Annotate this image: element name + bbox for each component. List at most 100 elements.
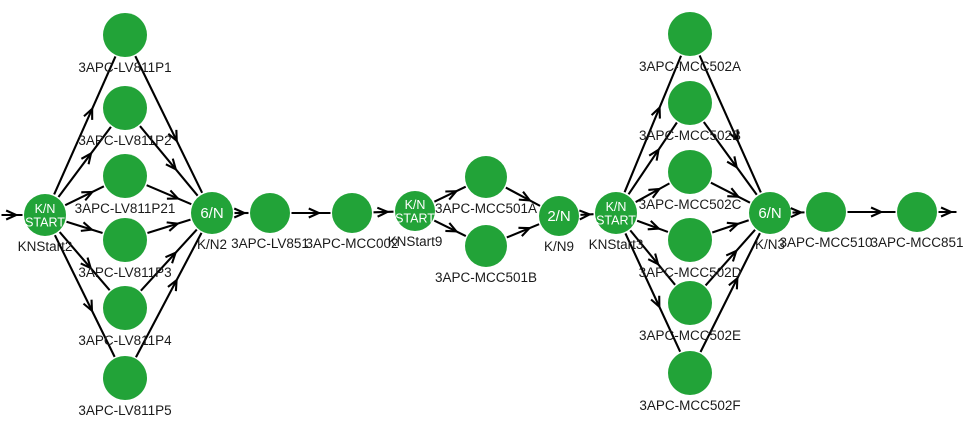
node-KN9[interactable]: 2/NK/N9	[539, 196, 579, 254]
edge-arrowhead-icon	[166, 221, 181, 232]
node-LV811P21[interactable]: 3APC-LV811P21	[75, 154, 176, 216]
node-MCC502F[interactable]: 3APC-MCC502F	[639, 351, 741, 413]
edge-KN2-to-LV851	[233, 207, 249, 219]
node-caption-LV811P4: 3APC-LV811P4	[78, 333, 172, 348]
edge-arrowhead-icon	[80, 221, 95, 232]
node-caption-LV811P2: 3APC-LV811P2	[78, 133, 171, 148]
edge-arrowhead-icon	[165, 250, 178, 264]
edge-MCC002-to-KNStart9	[373, 206, 394, 218]
edge-KNStart3-to-MCC502B	[627, 121, 678, 195]
node-circle-MCC851[interactable]	[897, 192, 937, 232]
edge-arrowhead-icon	[647, 220, 662, 231]
node-caption-MCC502A: 3APC-MCC502A	[639, 59, 741, 74]
node-circle-LV811P2[interactable]	[103, 86, 147, 130]
node-circle-KN3[interactable]	[749, 192, 791, 234]
edge-KNStart3-to-MCC502D	[636, 219, 669, 233]
node-circle-KNStart3[interactable]	[595, 192, 637, 234]
node-KN3[interactable]: 6/NK/N3	[749, 192, 791, 252]
node-circle-MCC502E[interactable]	[668, 281, 712, 325]
node-circle-MCC502A[interactable]	[668, 12, 712, 56]
node-circle-KN2[interactable]	[191, 192, 233, 234]
node-LV811P1[interactable]: 3APC-LV811P1	[78, 13, 172, 75]
node-LV811P2[interactable]: 3APC-LV811P2	[78, 86, 172, 148]
node-caption-LV851: 3APC-LV851	[231, 236, 309, 251]
edge-KNStart2-to-LV811P2	[57, 126, 112, 198]
node-MCC502E[interactable]: 3APC-MCC502E	[639, 281, 741, 343]
edge-KNStart3-to-MCC502E	[629, 229, 676, 286]
edge-KNStart3-to-MCC502F	[624, 232, 682, 353]
node-circle-LV811P21[interactable]	[103, 154, 147, 198]
node-circle-KNStart9[interactable]	[395, 191, 435, 231]
node-caption-LV811P3: 3APC-LV811P3	[78, 265, 171, 280]
node-LV811P5[interactable]: 3APC-LV811P5	[78, 356, 172, 418]
node-circle-MCC502D[interactable]	[668, 218, 712, 262]
node-circle-MCC502C[interactable]	[668, 150, 712, 194]
node-circle-MCC510[interactable]	[806, 192, 846, 232]
edge-arrowhead-icon	[650, 105, 661, 119]
node-MCC002[interactable]: 3APC-MCC002	[305, 193, 399, 251]
edge-LV811P2-to-KN2	[139, 125, 199, 197]
node-caption-MCC851: 3APC-MCC851	[870, 235, 963, 250]
edge-arrowhead-icon	[445, 222, 459, 233]
node-LV811P4[interactable]: 3APC-LV811P4	[78, 286, 172, 348]
node-inner-label-KNStart3: START	[596, 213, 636, 227]
node-KN2[interactable]: 6/NK/N2	[191, 192, 233, 252]
node-inner-label-KN2: 6/N	[200, 205, 223, 222]
node-MCC851[interactable]: 3APC-MCC851	[870, 192, 964, 250]
edge-MCC510-to-MCC851	[847, 206, 896, 218]
node-caption-MCC510: 3APC-MCC510	[779, 235, 872, 250]
edge-LV811P21-to-KN2	[146, 184, 192, 206]
node-circle-KNStart2[interactable]	[24, 194, 66, 236]
node-circle-MCC002[interactable]	[332, 193, 372, 233]
edge-arrowhead-icon	[233, 207, 247, 219]
edge-LV811P3-to-KN2	[147, 218, 191, 235]
node-circle-LV811P3[interactable]	[103, 218, 147, 262]
edge-KN3-to-MCC510	[790, 207, 805, 219]
node-circle-MCC502B[interactable]	[668, 81, 712, 125]
node-circle-MCC501B[interactable]	[465, 225, 507, 267]
node-circle-MCC501A[interactable]	[465, 156, 507, 198]
node-MCC501B[interactable]: 3APC-MCC501B	[435, 225, 537, 285]
edge-KNStart2-to-LV811P3	[66, 220, 103, 234]
edge-arrowhead-icon	[728, 275, 739, 290]
edge-MCC502A-to-KN3	[698, 55, 762, 193]
node-LV851[interactable]: 3APC-LV851	[231, 193, 309, 251]
edge-arrowhead-icon	[308, 207, 322, 219]
edge-ENTRY_LEFT-to-KNStart2	[1, 209, 23, 221]
node-circle-LV851[interactable]	[250, 193, 290, 233]
edge-arrowhead-icon	[648, 147, 660, 161]
edge-arrowhead-icon	[83, 106, 94, 120]
node-MCC502D[interactable]: 3APC-MCC502D	[639, 218, 742, 280]
node-inner-label-KN3: 6/N	[758, 205, 781, 222]
node-circle-MCC502F[interactable]	[668, 351, 712, 395]
node-circle-LV811P4[interactable]	[103, 286, 147, 330]
edge-KNStart2-to-LV811P4	[58, 231, 111, 291]
edge-arrowhead-icon	[728, 129, 739, 143]
edge-arrowhead-icon	[167, 277, 178, 292]
edge-arrowhead-icon	[80, 151, 93, 165]
node-circle-LV811P1[interactable]	[103, 13, 147, 57]
node-MCC501A[interactable]: 3APC-MCC501A	[435, 156, 537, 216]
edge-KNStart9-to-MCC501B	[433, 219, 467, 237]
node-MCC502C[interactable]: 3APC-MCC502C	[639, 150, 742, 212]
edge-arrowhead-icon	[165, 158, 178, 172]
node-MCC502A[interactable]: 3APC-MCC502A	[639, 12, 741, 74]
node-MCC502B[interactable]: 3APC-MCC502B	[639, 81, 741, 143]
node-caption-MCC502B: 3APC-MCC502B	[639, 128, 741, 143]
edge-arrowhead-icon	[648, 187, 662, 199]
node-circle-KN9[interactable]	[539, 196, 579, 236]
node-inner-label-KNStart2: K/N	[35, 202, 56, 216]
node-caption-LV811P5: 3APC-LV811P5	[78, 403, 171, 418]
edge-MCC502C-to-KN3	[710, 181, 751, 204]
node-circle-LV811P5[interactable]	[103, 356, 147, 400]
node-LV811P3[interactable]: 3APC-LV811P3	[78, 218, 172, 280]
node-caption-KNStart9: KNStart9	[388, 234, 443, 249]
node-MCC510[interactable]: 3APC-MCC510	[779, 192, 873, 250]
node-caption-LV811P21: 3APC-LV811P21	[75, 201, 176, 216]
edge-MCC501B-to-KN9	[506, 223, 540, 239]
